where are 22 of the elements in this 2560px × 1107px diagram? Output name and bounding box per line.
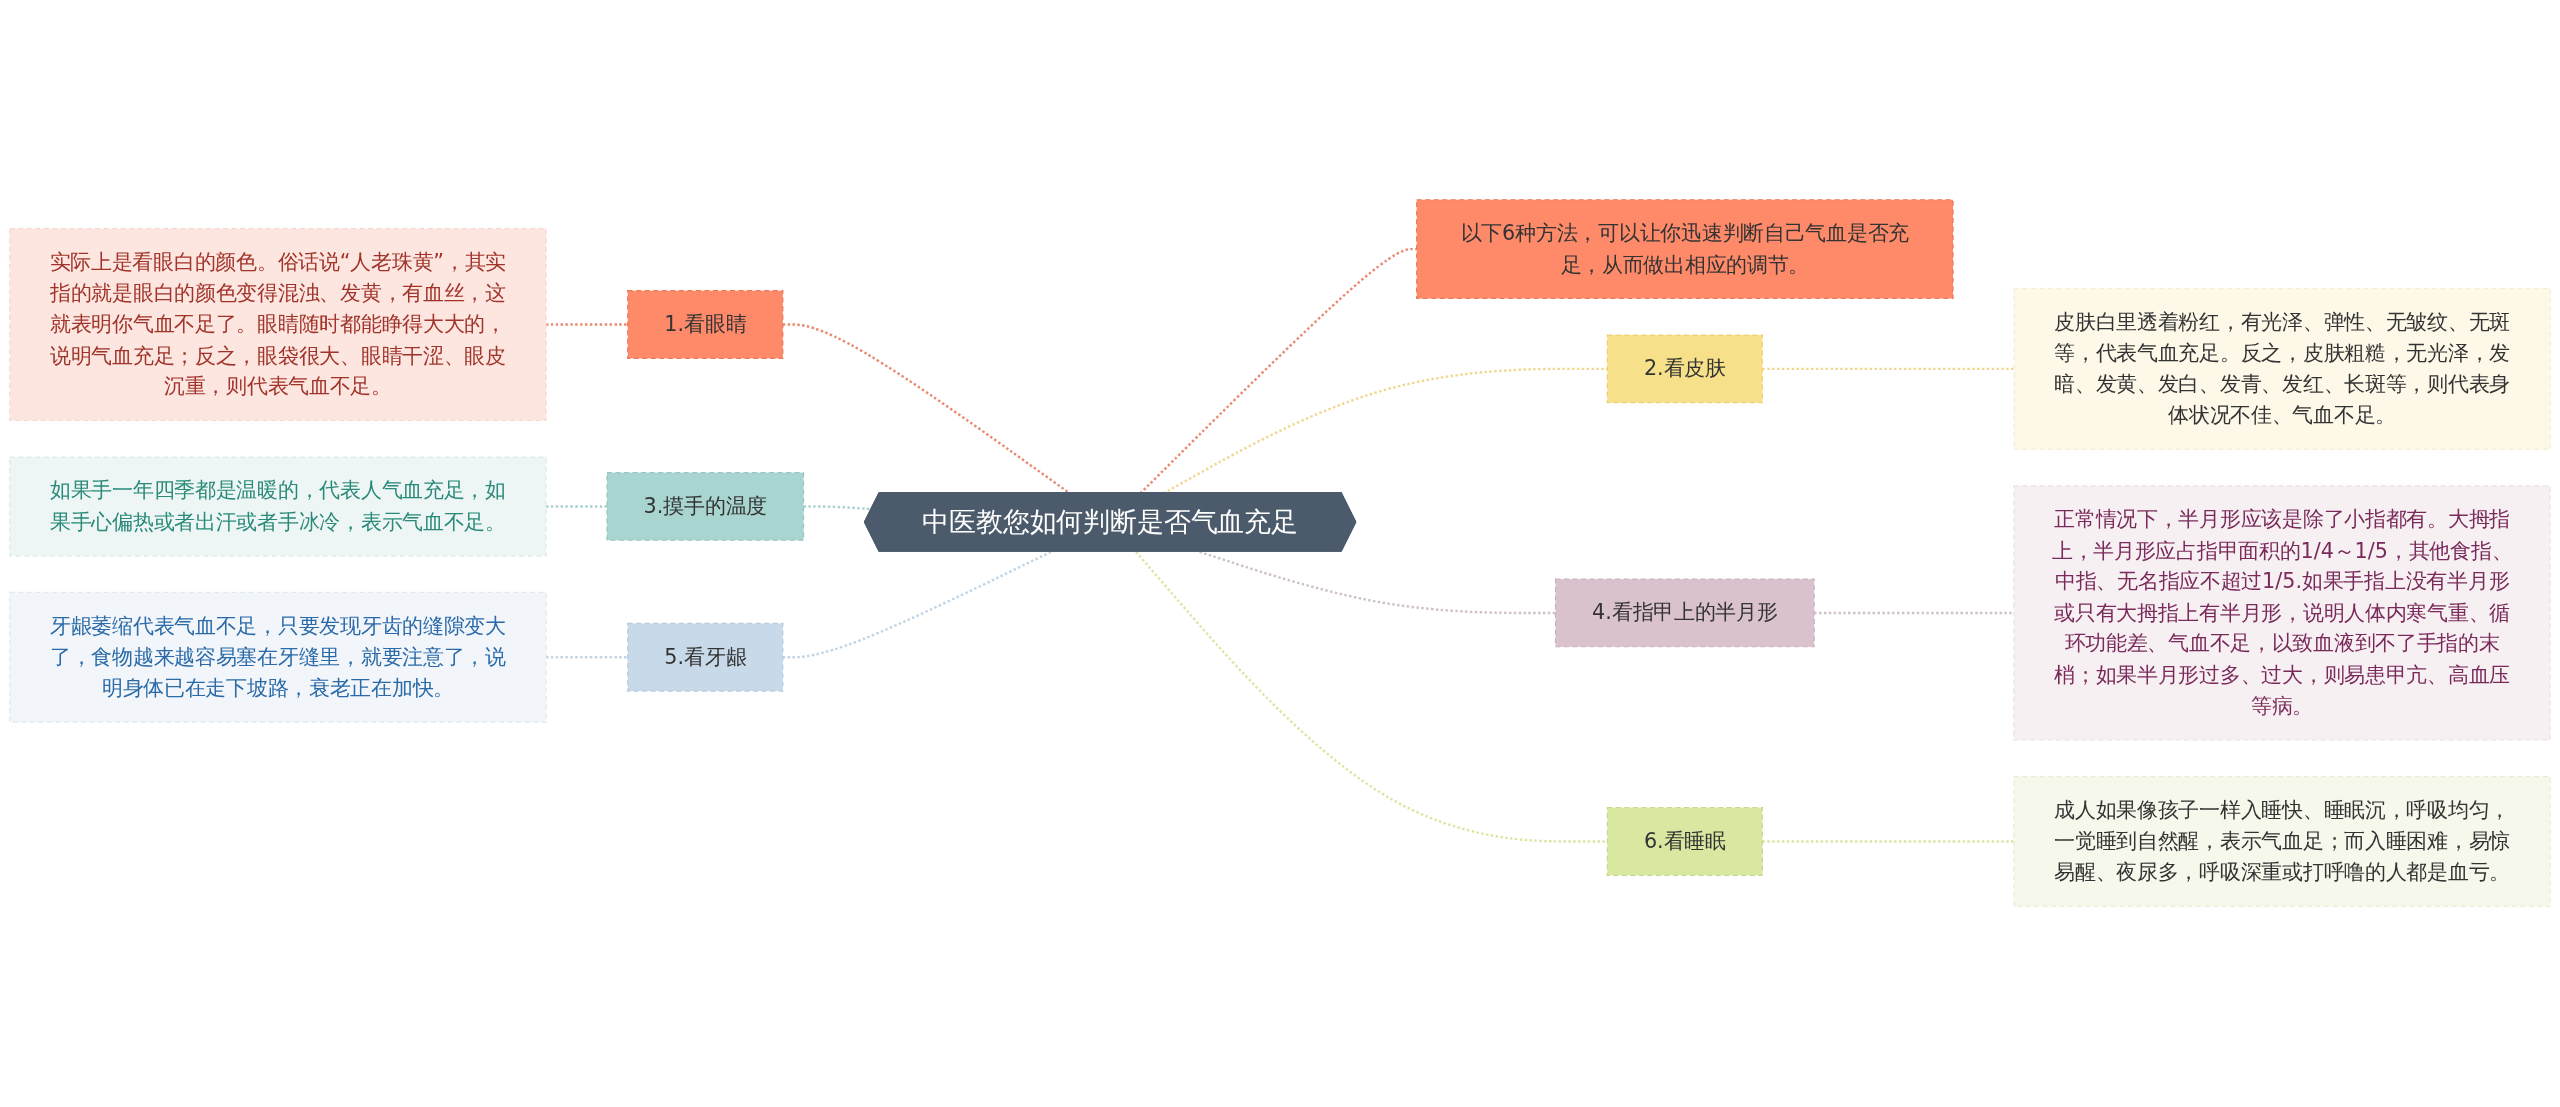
node-box: 以下6种方法，可以让你迅速判断自己气血是否充足，从而做出相应的调节。 [1416, 199, 1954, 300]
node-box: 皮肤白里透着粉红，有光泽、弹性、无皱纹、无斑等，代表气血充足。反之，皮肤粗糙，无光泽，发暗、发黄、发白、发青、发红、长斑等，则代表身体状况不佳、气血不足。 [2013, 288, 2551, 451]
connector [546, 505, 607, 509]
connector [1135, 551, 1608, 844]
connector [1762, 840, 2014, 844]
node-box: 正常情况下，半月形应该是除了小指都有。大拇指上，半月形应占指甲面积的1/4～1/5，其他食指、中指、无名指应不超过1/5.如果手指上没有半月形或只有大拇指上有半月形，说明人体内寒气重、循环功能差、气血不足，以致血液到不了手指的末梢；如果半月形过多、过大，则易患甲亢、高血压等病。 [2013, 485, 2551, 742]
node-box: 1.看眼睛 [627, 290, 784, 360]
connector [782, 551, 1052, 659]
node-box: 实际上是看眼白的颜色。俗话说“人老珠黄”，其实指的就是眼白的颜色变得混浊、发黄，有血丝，这就表明你气血不足了。眼睛随时都能睁得大大的，说明气血充足；反之，眼袋很大、眼睛干涩、眼皮沉重，则代表气血不足。 [9, 228, 547, 422]
connector [1199, 551, 1556, 615]
node-box: 5.看牙龈 [627, 623, 784, 693]
node-box: 3.摸手的温度 [606, 472, 805, 542]
node-box: 如果手一年四季都是温暖的，代表人气血充足，如果手心偏热或者出汗或者手冰冷，表示气血不足。 [9, 456, 547, 557]
node-box: 成人如果像孩子一样入睡快、睡眠沉，呼吸均匀，一觉睡到自然醒，表示气血足；而入睡困难，易惊易醒、夜尿多，呼吸深重或打呼噜的人都是血亏。 [2013, 776, 2551, 908]
connector [1814, 612, 2014, 615]
node-box: 4.看指甲上的半月形 [1554, 578, 1815, 648]
node-box: 牙龈萎缩代表气血不足，只要发现牙齿的缝隙变大了，食物越来越容易塞在牙缝里，就要注意了，说明身体已在走下坡路，衰老正在加快。 [9, 592, 547, 724]
connector [782, 323, 1071, 495]
connector [546, 656, 628, 659]
node-box: 6.看睡眠 [1606, 807, 1763, 877]
node-box: 2.看皮肤 [1606, 334, 1763, 404]
connector [1762, 368, 2014, 371]
